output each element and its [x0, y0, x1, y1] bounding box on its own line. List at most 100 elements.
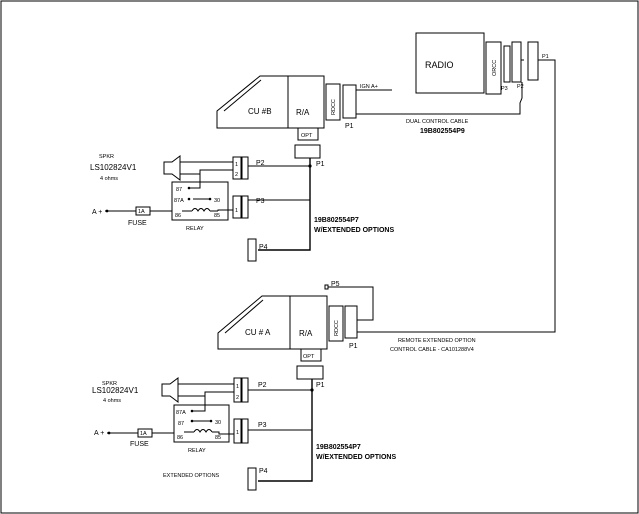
- dual-cable-line1: DUAL CONTROL CABLE: [406, 119, 469, 125]
- ign-label: IGN A+: [360, 84, 378, 90]
- radio-p1-label: P1: [542, 54, 549, 60]
- spkr-a-model: LS102824V1: [92, 386, 139, 395]
- fuse-a-label: FUSE: [130, 441, 149, 448]
- p5-label: P5: [331, 281, 340, 288]
- spkr-b-model: LS102824V1: [90, 163, 137, 172]
- opt-b: [297, 127, 319, 141]
- relay-b-t86: 86: [175, 213, 181, 219]
- a-plus-a-terminal: [107, 431, 111, 435]
- relay-b-t87: 87: [176, 187, 182, 193]
- rdcc-a-p1-plug: [344, 305, 358, 339]
- opt-b-label: OPT: [301, 133, 313, 139]
- p2-b-pin1: 1: [235, 162, 238, 168]
- radio: RADIO ORCC P3 P2 P1: [356, 32, 556, 333]
- p2-a-plug: [241, 377, 249, 403]
- p3-b-housing: [232, 195, 242, 219]
- remote-cable-line1: REMOTE EXTENDED OPTION: [398, 338, 476, 344]
- unit-a: CU # A R/A RDCC P1 P5 OPT P1 1 2 P2 SPKR…: [92, 281, 396, 491]
- dual-control-cable: [356, 59, 524, 115]
- p4-b-label: P4: [259, 244, 268, 251]
- ria-b-label: R/A: [296, 108, 310, 117]
- p2-a-housing: [233, 377, 242, 403]
- harness-b-part: 19B802554P7: [314, 217, 359, 224]
- p2-a-pin2: 2: [236, 395, 239, 401]
- spkr-a-ohms: 4 ohms: [103, 398, 121, 404]
- cu-a-housing: [217, 295, 291, 350]
- speaker-b-icon: [163, 155, 181, 181]
- p2-a-pin1: 1: [236, 384, 239, 390]
- harness-a-desc: W/EXTENDED OPTIONS: [316, 454, 396, 461]
- a-plus-b-terminal: [105, 209, 109, 213]
- relay-b-contact-87a: [187, 197, 191, 201]
- orcc-module: [485, 41, 502, 95]
- cu-b-housing: [216, 75, 289, 129]
- relay-a-t87: 87: [178, 421, 184, 427]
- relay-b-coil-icon: [191, 208, 211, 212]
- p2-b-pin2: 2: [235, 172, 238, 178]
- p3-a-plug: [241, 418, 249, 444]
- harness-a-node: [310, 388, 314, 392]
- relay-a-coil-icon: [193, 429, 213, 433]
- harness-a-branches: [247, 389, 312, 431]
- a-plus-b-label: A +: [92, 209, 102, 216]
- ria-a: [289, 295, 328, 350]
- opt-a-label: OPT: [303, 354, 315, 360]
- radio-p1-connector: [527, 41, 539, 81]
- ria-b: [287, 75, 325, 129]
- radio-p2-label: P2: [517, 84, 524, 90]
- spkr-a-name: SPKR: [102, 381, 117, 387]
- opt-a-p1-label: P1: [316, 382, 325, 389]
- relay-b-label: RELAY: [186, 226, 204, 232]
- relay-a-coil-wires: [184, 431, 234, 435]
- rdcc-b: [325, 83, 341, 121]
- p4-b-connector: [247, 238, 257, 262]
- relay-a-t30: 30: [215, 420, 221, 426]
- a-plus-a-label: A +: [94, 430, 104, 437]
- rdcc-a-label: RDCC: [334, 320, 340, 336]
- p3-a-pin1: 1: [236, 430, 239, 436]
- p2-a-label: P2: [258, 382, 267, 389]
- fuse-a-value: 1A: [140, 431, 147, 437]
- harness-a-trunk: [258, 379, 313, 482]
- relay-a-t87a: 87A: [176, 410, 186, 416]
- remote-control-cable: [356, 59, 556, 333]
- harness-b-trunk: [258, 158, 311, 251]
- spkr-b-ohms: 4 ohms: [100, 176, 118, 182]
- ria-a-label: R/A: [299, 329, 313, 338]
- rdcc-a: [328, 305, 344, 342]
- cu-a-label: CU # A: [245, 328, 271, 337]
- p4-a-connector: [247, 467, 257, 491]
- p5-connector: [324, 284, 329, 290]
- radio-p3-connector: [503, 45, 511, 83]
- rdcc-a-p1-label: P1: [349, 343, 358, 350]
- harness-b-desc: W/EXTENDED OPTIONS: [314, 227, 394, 234]
- fuse-a-icon: [137, 428, 153, 438]
- opt-a-p1-plug: [296, 365, 324, 380]
- rdcc-b-label: RDCC: [331, 99, 337, 115]
- relay-a-t86: 86: [177, 435, 183, 441]
- p3-b-pin1: 1: [235, 208, 238, 214]
- cu-b-label: CU #B: [248, 107, 272, 116]
- relay-b-t85: 85: [214, 213, 220, 219]
- p2-b-housing: [232, 156, 242, 180]
- fuse-b-icon: [135, 206, 151, 216]
- p2-b-label: P2: [256, 160, 265, 167]
- p5-wire: [327, 286, 374, 321]
- cu-b-bevel: [223, 79, 262, 112]
- relay-b-t30: 30: [214, 198, 220, 204]
- radio-p2-connector: [511, 41, 522, 83]
- relay-b-t87a: 87A: [174, 198, 184, 204]
- orcc-label: ORCC: [492, 60, 498, 76]
- speaker-a-wires: [178, 383, 234, 397]
- cu-a-bevel: [224, 299, 264, 334]
- p4-a-label: P4: [259, 468, 268, 475]
- radio-p3-label: P3: [501, 86, 508, 92]
- spkr-b-name: SPKR: [99, 154, 114, 160]
- p3-b-plug: [241, 195, 249, 219]
- opt-b-p1-label: P1: [316, 161, 325, 168]
- unit-b: CU #B R/A RDCC P1 IGN A+ OPT P1 1 2 P2 S…: [90, 75, 394, 262]
- dual-cable-line2: 19B802554P9: [420, 128, 465, 135]
- rdcc-b-p1-plug: [342, 84, 357, 119]
